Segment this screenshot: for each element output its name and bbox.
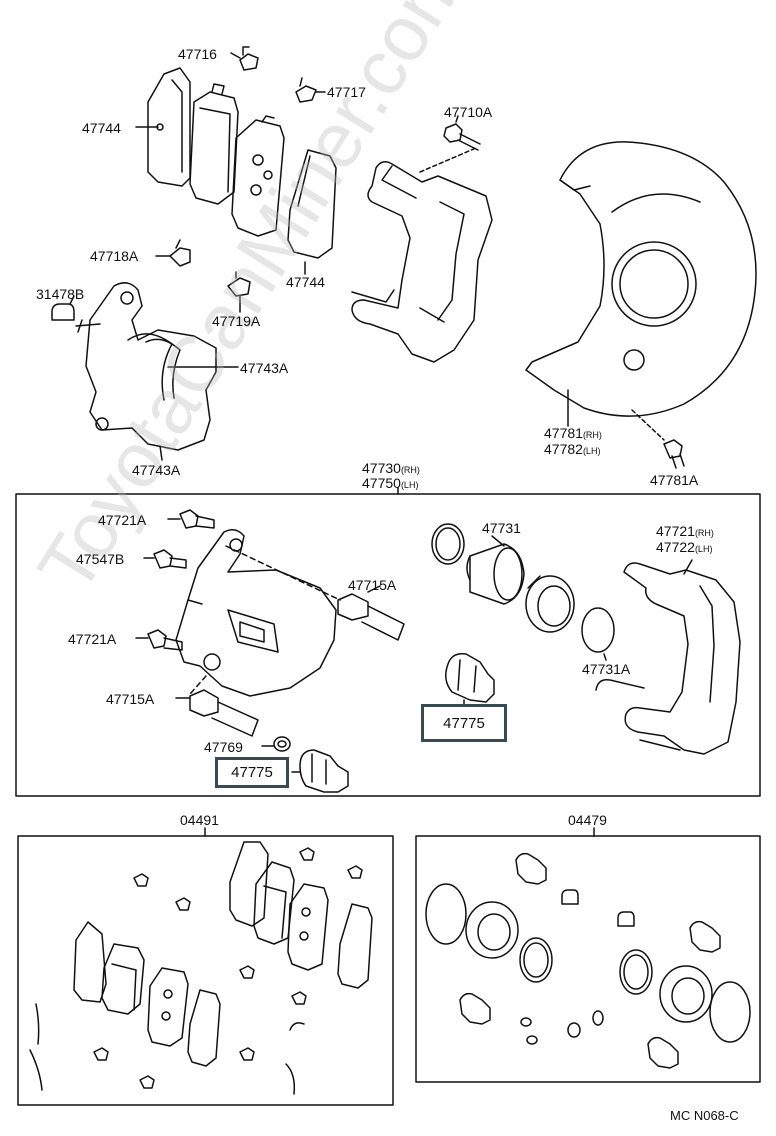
part-label-47710A[interactable]: 47710A bbox=[444, 104, 493, 120]
kit-pad-inner-upper-icon bbox=[253, 861, 295, 945]
diagram-reference-code: MC N068-C bbox=[670, 1108, 739, 1123]
highlight-47775-upper[interactable]: 47775 bbox=[421, 704, 507, 742]
part-label-47782[interactable]: 47782(LH) bbox=[544, 441, 600, 459]
part-label-47730[interactable]: 47730(RH) bbox=[362, 460, 420, 478]
side-lh-3: (LH) bbox=[694, 544, 713, 554]
brake-pad-inner-icon bbox=[189, 83, 239, 205]
kit-pad-plate-lower-icon bbox=[187, 989, 221, 1067]
dust-shield-icon bbox=[525, 141, 757, 417]
part-label-31478B[interactable]: 31478B bbox=[36, 286, 85, 302]
kit-seal-rings-icon bbox=[425, 883, 751, 1043]
kit-boots-icon bbox=[459, 852, 721, 1069]
rubber-plug-31478B-icon bbox=[51, 303, 75, 321]
bolt-47710A-icon bbox=[443, 123, 481, 151]
part-label-47781[interactable]: 47781(RH) bbox=[544, 425, 602, 443]
clip-47716-icon bbox=[239, 46, 259, 71]
bolt-47721A-lower-icon bbox=[147, 629, 183, 651]
side-rh-2: (RH) bbox=[400, 465, 420, 475]
part-number-47782: 47782 bbox=[544, 441, 583, 457]
part-label-47731[interactable]: 47731 bbox=[482, 520, 521, 536]
part-label-47731A[interactable]: 47731A bbox=[582, 661, 631, 677]
clip-47719A-icon bbox=[227, 271, 251, 297]
kit-pad-plate-upper-icon bbox=[337, 903, 373, 989]
part-label-04479[interactable]: 04479 bbox=[568, 812, 607, 828]
highlight-47775-lower[interactable]: 47775 bbox=[215, 757, 289, 788]
bolt-47781A-icon bbox=[663, 439, 685, 469]
caliper-mounting-bracket-right-icon bbox=[595, 562, 741, 755]
brake-pad-plate-47744-icon bbox=[287, 149, 337, 259]
side-lh-2: (LH) bbox=[400, 480, 419, 490]
part-number-47730: 47730 bbox=[362, 460, 401, 476]
leader-guide-lower bbox=[189, 675, 207, 695]
part-label-47715A-1[interactable]: 47715A bbox=[348, 577, 397, 593]
part-label-47715A-2[interactable]: 47715A bbox=[106, 691, 155, 707]
part-number-47721: 47721 bbox=[656, 523, 695, 539]
leader-47743A-bot bbox=[159, 445, 163, 461]
kit-shim-upper-icon bbox=[287, 883, 329, 971]
piston-seal-left-icon bbox=[431, 523, 465, 565]
part-label-47721A-1[interactable]: 47721A bbox=[98, 512, 147, 528]
clip-47717-icon bbox=[295, 77, 317, 103]
kit-pad-inner-lower-icon bbox=[101, 943, 145, 1015]
part-label-47717[interactable]: 47717 bbox=[327, 84, 366, 100]
side-rh-1: (RH) bbox=[582, 430, 602, 440]
part-label-47722[interactable]: 47722(LH) bbox=[656, 539, 712, 557]
part-label-47718A[interactable]: 47718A bbox=[90, 248, 139, 264]
part-label-47743A-top[interactable]: 47743A bbox=[240, 360, 289, 376]
part-label-47744-b[interactable]: 47744 bbox=[286, 274, 325, 290]
part-label-47547B[interactable]: 47547B bbox=[76, 551, 125, 567]
kit-pad-outer-lower-icon bbox=[73, 921, 107, 1003]
ring-47769-icon bbox=[273, 736, 291, 752]
leader-31478B bbox=[69, 295, 75, 305]
leader-47716 bbox=[230, 52, 241, 59]
part-label-47719A[interactable]: 47719A bbox=[212, 313, 261, 329]
seal-47731A-icon bbox=[581, 607, 615, 653]
caliper-mounting-bracket-top-icon bbox=[351, 161, 493, 363]
leader-47731A bbox=[603, 653, 607, 661]
kit-small-parts-icon bbox=[520, 889, 635, 1045]
part-label-47744-a[interactable]: 47744 bbox=[82, 120, 121, 136]
part-number-47722: 47722 bbox=[656, 539, 695, 555]
leader-47731 bbox=[491, 535, 505, 547]
kit-pad-outer-upper-icon bbox=[229, 841, 269, 927]
leader-47721 bbox=[683, 559, 693, 575]
boot-47775-upper-icon bbox=[445, 652, 495, 703]
guide-pin-47715A-lower-icon bbox=[189, 689, 259, 737]
kit-clips-icon bbox=[93, 847, 363, 1089]
kit-wear-indicators-icon bbox=[29, 1003, 305, 1095]
leader-bolt-47710A bbox=[419, 147, 477, 173]
brake-pad-outer-icon bbox=[147, 67, 191, 187]
caliper-assembly-frame bbox=[15, 493, 761, 797]
boot-47775-lower-icon bbox=[299, 749, 349, 793]
part-label-47743A-bottom[interactable]: 47743A bbox=[132, 462, 181, 478]
part-label-47750[interactable]: 47750(LH) bbox=[362, 475, 418, 493]
seal-kit-frame bbox=[415, 835, 761, 1083]
guide-pin-47715A-upper-icon bbox=[337, 593, 405, 641]
part-label-47721[interactable]: 47721(RH) bbox=[656, 523, 714, 541]
part-number-47750: 47750 bbox=[362, 475, 401, 491]
part-label-47716[interactable]: 47716 bbox=[178, 46, 217, 62]
leader-47710A bbox=[455, 115, 459, 123]
part-label-47769[interactable]: 47769 bbox=[204, 739, 243, 755]
clip-47718A-icon bbox=[169, 239, 191, 267]
bleeder-47547B-icon bbox=[153, 549, 187, 569]
part-label-04491[interactable]: 04491 bbox=[180, 812, 219, 828]
part-label-47721A-2[interactable]: 47721A bbox=[68, 631, 117, 647]
part-number-47781: 47781 bbox=[544, 425, 583, 441]
caliper-cylinder-icon bbox=[175, 529, 337, 697]
anti-squeal-shim-icon bbox=[231, 115, 285, 237]
part-label-47781A[interactable]: 47781A bbox=[650, 472, 699, 488]
caliper-body-top-icon bbox=[75, 282, 217, 451]
side-lh-1: (LH) bbox=[582, 446, 601, 456]
leader-bolt-47781A bbox=[631, 409, 665, 441]
side-rh-3: (RH) bbox=[694, 528, 714, 538]
kit-shim-lower-icon bbox=[147, 967, 189, 1047]
bolt-47721A-upper-icon bbox=[179, 509, 215, 529]
piston-47731-icon bbox=[466, 543, 525, 605]
piston-boot-icon bbox=[525, 575, 575, 633]
leader-47715A-1 bbox=[367, 585, 381, 593]
